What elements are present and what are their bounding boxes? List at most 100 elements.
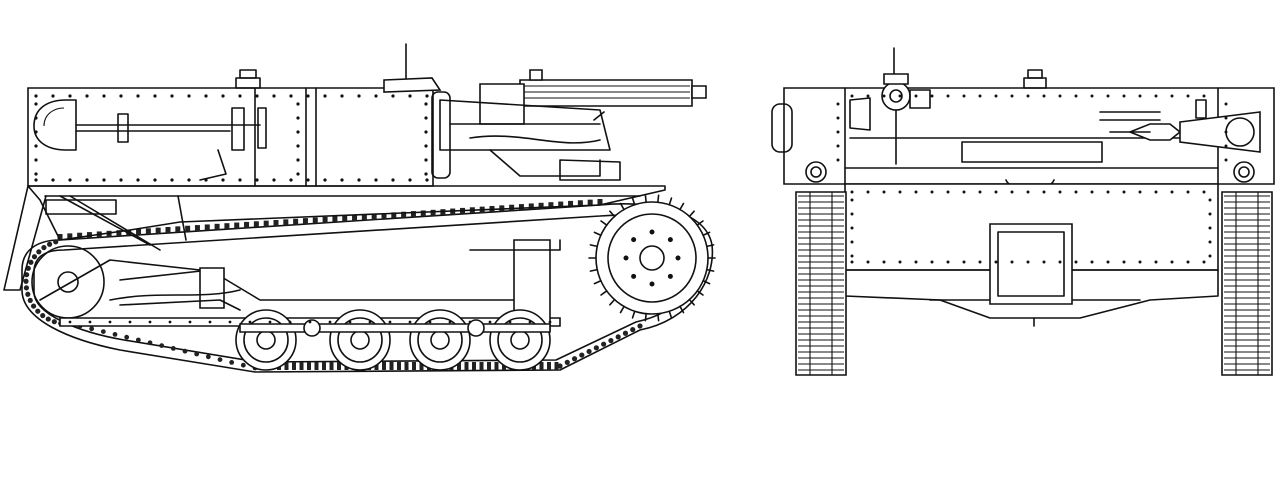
track-link xyxy=(608,337,614,344)
rivet xyxy=(850,254,854,258)
track-link xyxy=(214,223,220,230)
rivet xyxy=(1186,190,1190,194)
rivet xyxy=(1074,260,1078,264)
rivet xyxy=(187,178,191,182)
rivet xyxy=(1090,190,1094,194)
front-tow-device xyxy=(1110,100,1260,152)
track-link xyxy=(299,362,304,370)
road-wheel-icon xyxy=(236,310,550,370)
rivet xyxy=(962,94,966,98)
sprocket-tooth xyxy=(707,245,714,246)
rivet xyxy=(978,260,982,264)
rivet xyxy=(85,178,89,182)
track-link xyxy=(307,362,311,370)
rivet xyxy=(1170,94,1174,98)
rivet xyxy=(1106,94,1110,98)
rivet xyxy=(978,94,982,98)
track-link xyxy=(293,218,299,225)
track-link xyxy=(23,285,30,291)
rivet xyxy=(296,102,300,106)
track-link xyxy=(337,362,341,370)
rivet xyxy=(221,94,225,98)
rivet xyxy=(866,190,870,194)
track-link xyxy=(170,346,176,351)
front-plate xyxy=(962,142,1102,162)
track-link xyxy=(381,213,387,219)
track-link xyxy=(253,221,259,228)
rivet xyxy=(528,320,532,324)
track-link xyxy=(89,326,95,332)
rivet xyxy=(323,178,327,182)
track-link xyxy=(404,362,409,370)
rivet xyxy=(391,94,395,98)
rivet xyxy=(425,178,429,182)
rivet xyxy=(102,94,106,98)
road-wheel-rim xyxy=(498,318,542,362)
road-wheel xyxy=(410,310,470,370)
track-link xyxy=(23,278,29,284)
sprocket-tooth xyxy=(689,211,694,216)
sprocket-tooth xyxy=(601,221,607,225)
track-link xyxy=(557,363,563,369)
sprocket-tooth xyxy=(697,221,703,225)
sprocket-tooth xyxy=(590,270,597,271)
track-link xyxy=(332,216,338,223)
sprocket-bolt xyxy=(623,255,629,261)
track-link xyxy=(204,224,210,231)
track-link xyxy=(36,249,42,255)
rivet xyxy=(306,178,310,182)
rivet xyxy=(153,94,157,98)
track-link xyxy=(28,259,34,265)
track-link xyxy=(579,352,585,358)
sprocket-bolt xyxy=(667,237,673,243)
rivet xyxy=(914,260,918,264)
rivet xyxy=(34,144,38,148)
rivet xyxy=(85,94,89,98)
rivet xyxy=(978,190,982,194)
rivet xyxy=(204,178,208,182)
rivet xyxy=(836,116,840,120)
sprocket-tooth xyxy=(633,198,635,205)
rivet xyxy=(328,320,332,324)
sprocket-bolt xyxy=(649,229,655,235)
rivet xyxy=(1224,116,1228,120)
rivet xyxy=(374,94,378,98)
rivet xyxy=(357,178,361,182)
rivet xyxy=(1042,260,1046,264)
rivet xyxy=(508,320,512,324)
sprocket-tooth xyxy=(610,300,615,305)
track-link xyxy=(419,362,424,370)
rivet xyxy=(368,320,372,324)
track-link xyxy=(539,362,544,370)
track-link xyxy=(244,221,250,228)
track-link xyxy=(292,362,296,370)
rivet xyxy=(238,94,242,98)
front-track-left xyxy=(796,192,846,375)
rivet xyxy=(1026,260,1030,264)
rivet xyxy=(388,320,392,324)
sprocket-tooth xyxy=(621,306,625,312)
sprocket-bolt xyxy=(675,255,681,261)
rivet xyxy=(221,178,225,182)
suspension xyxy=(60,240,560,330)
track-link xyxy=(77,232,83,239)
rivet xyxy=(866,260,870,264)
track-link xyxy=(194,225,200,232)
track-link xyxy=(479,362,484,370)
track-link xyxy=(518,204,524,211)
rivet xyxy=(962,260,966,264)
rivet xyxy=(1154,190,1158,194)
sprocket-tooth xyxy=(621,203,625,209)
rivet xyxy=(391,178,395,182)
rivet xyxy=(34,178,38,182)
rivet xyxy=(1138,190,1142,194)
road-wheel-pivot xyxy=(304,320,320,336)
track-link xyxy=(538,202,544,209)
track-link xyxy=(159,343,165,348)
headlamp-left xyxy=(772,104,792,152)
rivet xyxy=(424,158,428,162)
rivet xyxy=(1186,94,1190,98)
rivet xyxy=(408,178,412,182)
track-link xyxy=(155,227,161,234)
track-link xyxy=(35,308,41,314)
